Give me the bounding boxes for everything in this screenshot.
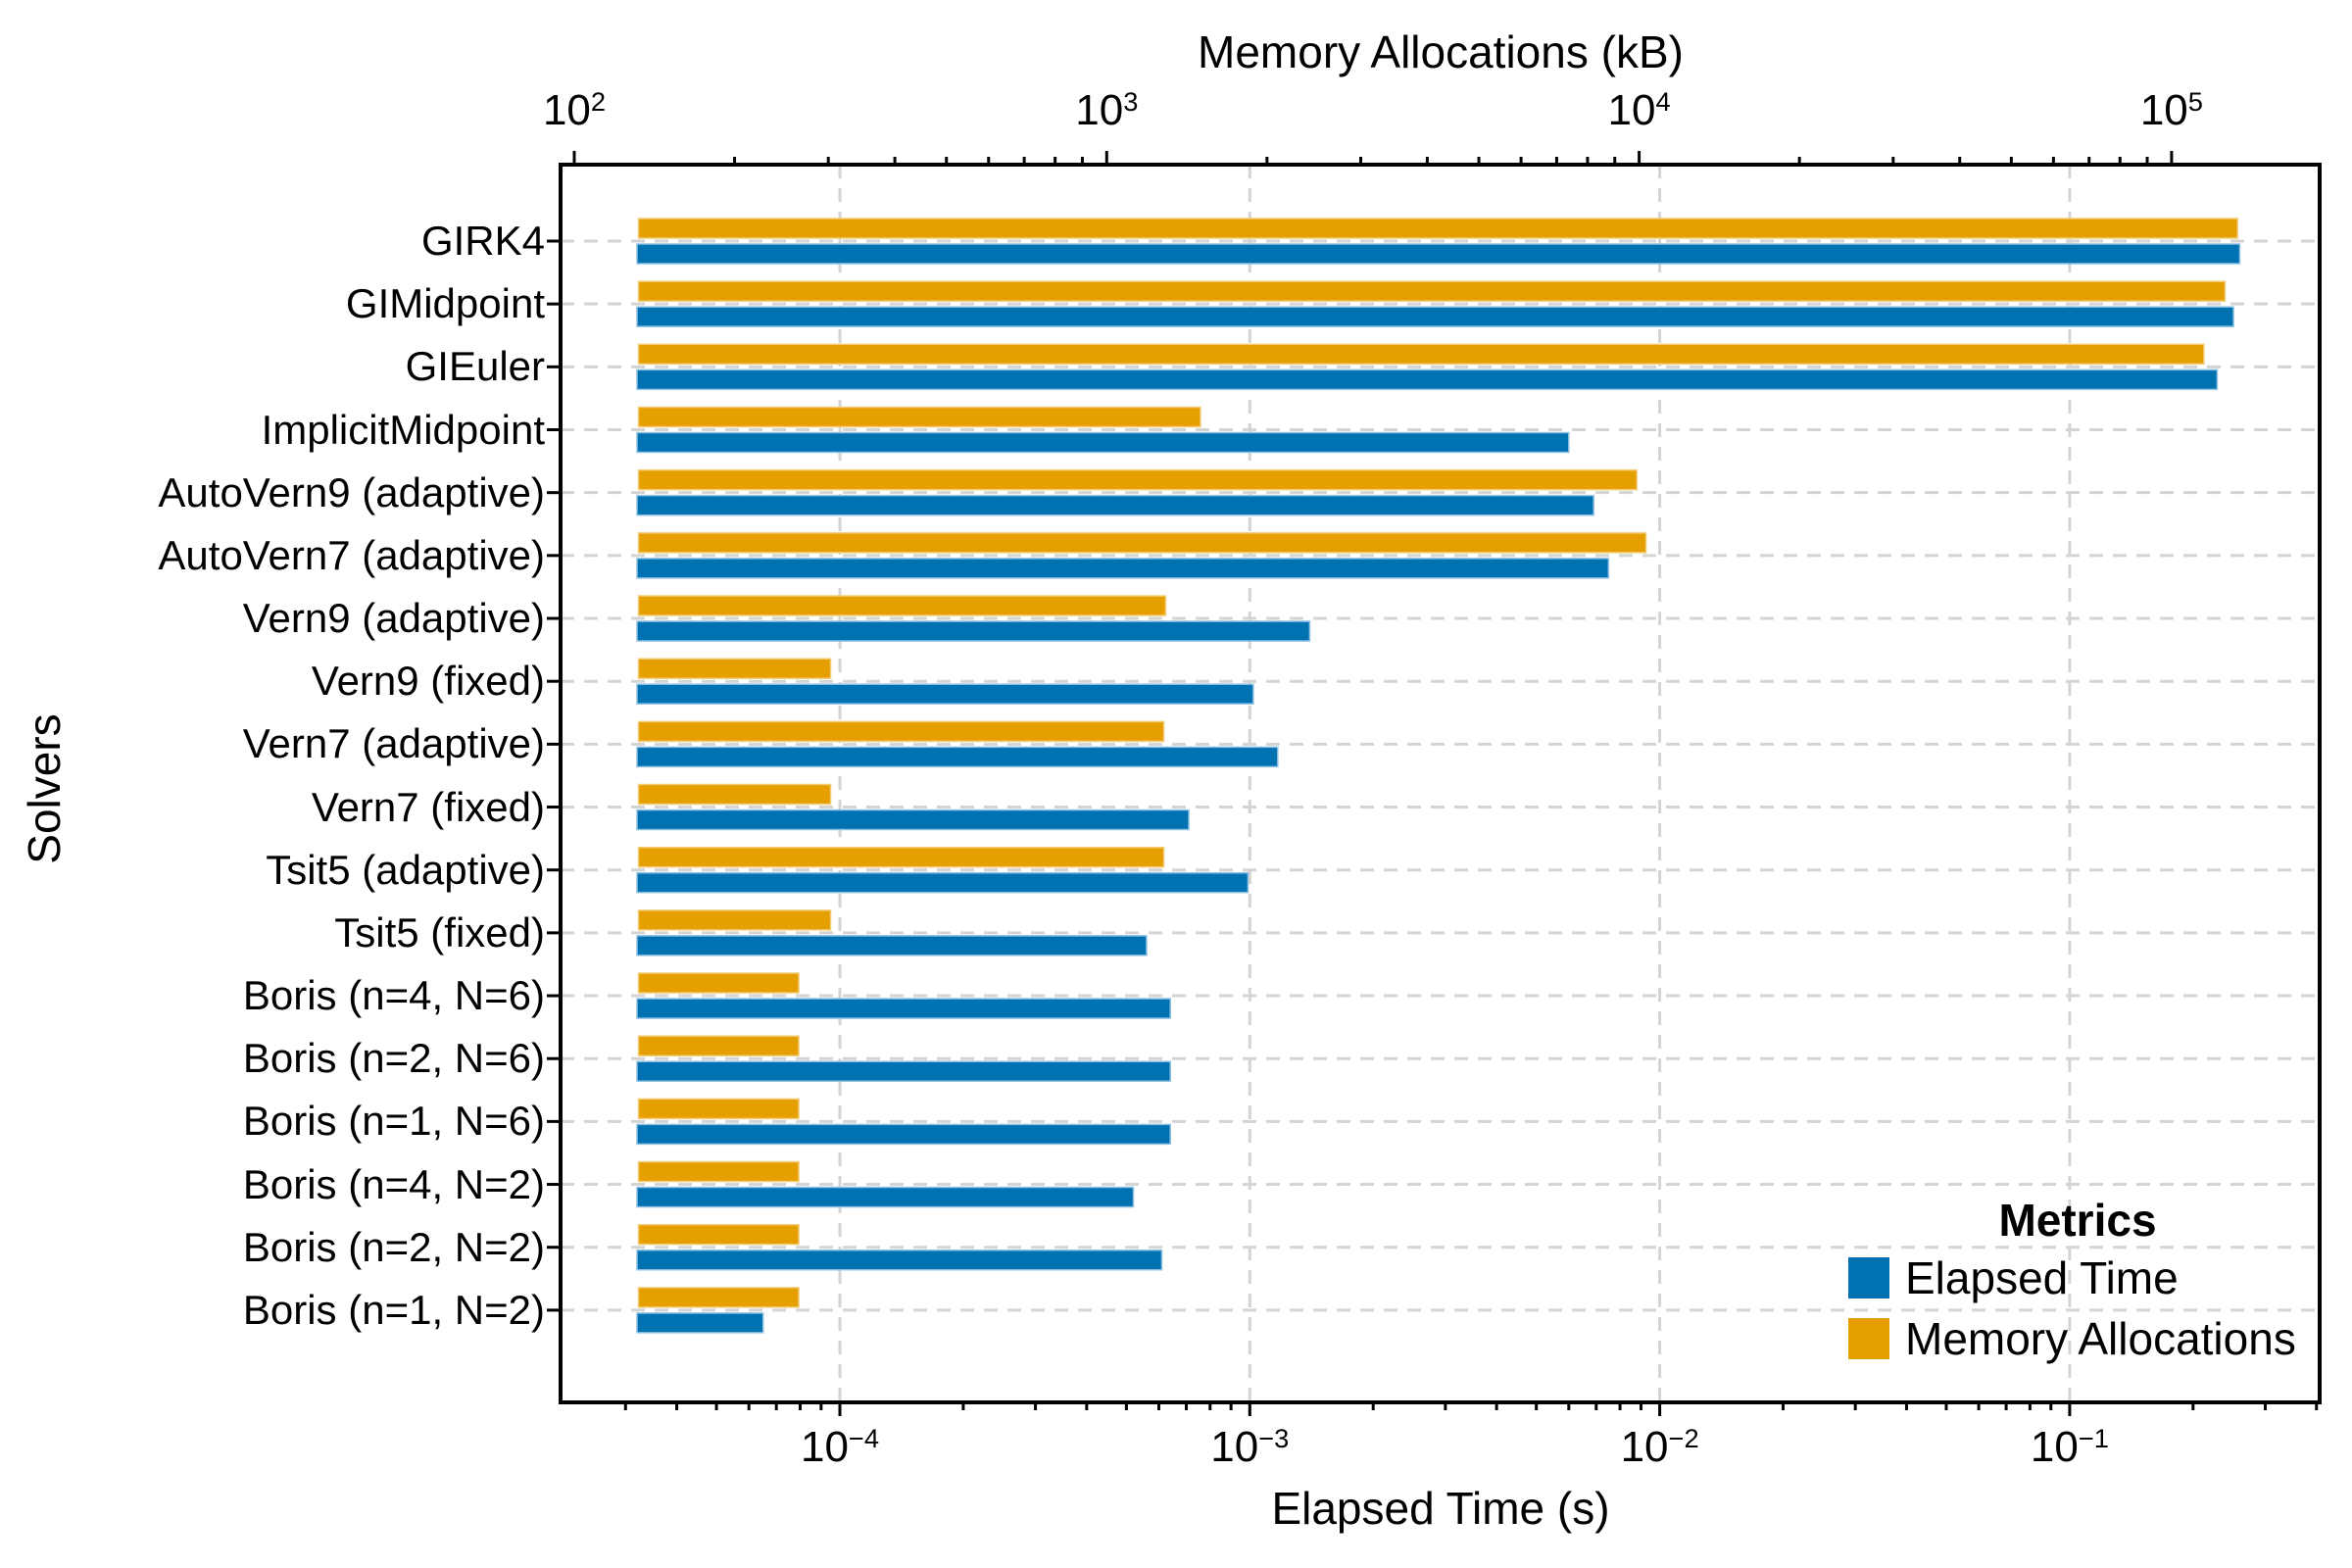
category-label: Boris (n=2, N=2)	[242, 1223, 545, 1270]
bar-elapsed-time	[636, 683, 1254, 705]
bar-memory-allocations	[637, 1287, 800, 1308]
bar-memory-allocations	[637, 972, 800, 994]
bar-elapsed-time	[636, 1312, 764, 1334]
legend-title: Metrics	[1998, 1195, 2157, 1246]
bar-elapsed-time	[636, 871, 1250, 894]
bar-elapsed-time	[636, 1249, 1163, 1271]
category-label: Boris (n=1, N=2)	[242, 1286, 545, 1333]
category-label: Tsit5 (adaptive)	[266, 846, 545, 893]
category-label: Vern9 (fixed)	[311, 658, 545, 705]
bar-elapsed-time	[636, 808, 1190, 831]
plot-frame	[559, 163, 2322, 1404]
bar-elapsed-time	[636, 368, 2219, 391]
bar-elapsed-time	[636, 243, 2241, 265]
tick-label: 103	[1075, 86, 1139, 134]
bar-memory-allocations	[637, 1160, 800, 1183]
category-label: Vern7 (adaptive)	[242, 720, 545, 767]
bar-memory-allocations	[637, 468, 1638, 491]
tick-label: 102	[542, 86, 607, 134]
bar-elapsed-time	[636, 558, 1610, 579]
category-label: Tsit5 (fixed)	[334, 908, 545, 956]
bar-elapsed-time	[636, 1060, 1171, 1082]
bar-memory-allocations	[637, 783, 832, 806]
category-label: ImplicitMidpoint	[261, 406, 545, 453]
bar-elapsed-time	[636, 1186, 1135, 1208]
bar-elapsed-time	[636, 1123, 1171, 1146]
tick-label: 10−4	[800, 1423, 880, 1471]
category-label: AutoVern9 (adaptive)	[158, 468, 545, 515]
bar-memory-allocations	[637, 532, 1647, 554]
bottom-axis-title: Elapsed Time (s)	[1271, 1483, 1610, 1534]
tick-label: 105	[2139, 86, 2203, 134]
bar-memory-allocations	[637, 1223, 800, 1246]
bar-elapsed-time	[636, 306, 2234, 327]
bar-elapsed-time	[636, 935, 1148, 956]
legend-entry-elapsed-time: Elapsed Time	[1813, 1249, 2352, 1307]
category-label: GIEuler	[405, 343, 545, 390]
tick-label: 10−3	[1210, 1423, 1290, 1471]
category-label: Vern9 (adaptive)	[242, 595, 545, 642]
category-label: Boris (n=4, N=6)	[242, 972, 545, 1019]
tick-label: 104	[1607, 86, 1671, 134]
bar-elapsed-time	[636, 620, 1311, 642]
bar-elapsed-time	[636, 431, 1570, 454]
bar-memory-allocations	[637, 218, 2238, 239]
category-label: Boris (n=2, N=6)	[242, 1035, 545, 1082]
bar-memory-allocations	[637, 720, 1165, 743]
bar-memory-allocations	[637, 658, 832, 679]
bar-memory-allocations	[637, 280, 2227, 302]
bar-memory-allocations	[637, 909, 832, 931]
category-label: GIRK4	[420, 218, 545, 264]
bar-memory-allocations	[637, 1098, 800, 1120]
memory-allocations-swatch-icon	[1848, 1318, 1889, 1359]
top-axis-title: Memory Allocations (kB)	[1198, 26, 1684, 77]
tick-label: 10−1	[2030, 1423, 2109, 1471]
category-label: AutoVern7 (adaptive)	[158, 531, 545, 578]
bar-elapsed-time	[636, 494, 1594, 516]
category-label: GIMidpoint	[345, 280, 545, 327]
bar-elapsed-time	[636, 998, 1171, 1019]
legend-label-memory-allocations: Memory Allocations	[1905, 1313, 2296, 1364]
category-label: Vern7 (fixed)	[311, 783, 545, 830]
bar-memory-allocations	[637, 595, 1167, 616]
category-label: Boris (n=1, N=6)	[242, 1098, 545, 1145]
bar-elapsed-time	[636, 746, 1279, 768]
bar-memory-allocations	[637, 343, 2205, 366]
bar-memory-allocations	[637, 1035, 800, 1056]
legend: Metrics Elapsed Time Memory Allocations	[1813, 1194, 2352, 1368]
bar-memory-allocations	[637, 406, 1201, 428]
category-label: Boris (n=4, N=2)	[242, 1160, 545, 1207]
legend-entry-memory-allocations: Memory Allocations	[1813, 1309, 2352, 1368]
legend-label-elapsed-time: Elapsed Time	[1905, 1252, 2179, 1303]
tick-label: 10−2	[1620, 1423, 1699, 1471]
elapsed-time-swatch-icon	[1848, 1257, 1889, 1298]
bar-memory-allocations	[637, 846, 1165, 868]
